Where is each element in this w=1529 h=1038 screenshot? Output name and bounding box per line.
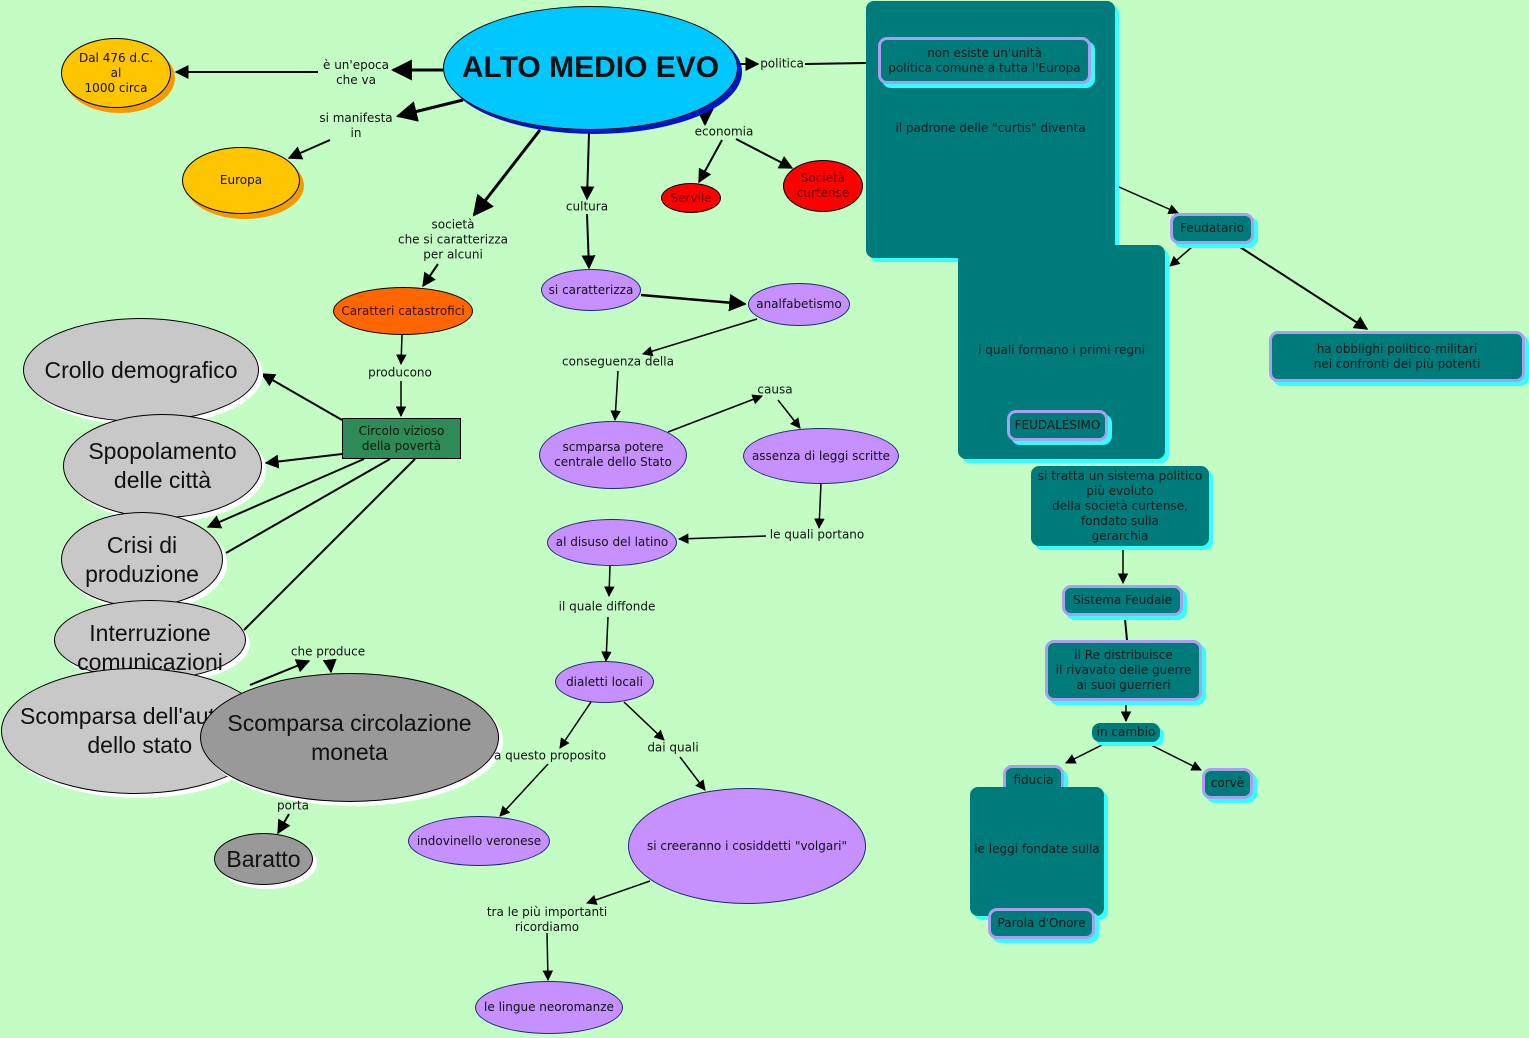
link-questo-proposito: a questo proposito — [493, 748, 607, 763]
node-regni-box[interactable]: i quali formano i primi regni FEUDALESIM… — [958, 245, 1165, 459]
edge — [542, 932, 554, 982]
node-indovinello-veronese[interactable]: indovinello veronese — [408, 816, 550, 866]
link-dai-quali: dai quali — [647, 740, 699, 755]
link-societa: società che si caratterizza per alcuni — [397, 217, 509, 262]
text-leggi-fondate: le leggi fondate sulla — [974, 842, 1100, 856]
edge — [260, 373, 343, 421]
edge — [580, 132, 595, 201]
node-curtense[interactable]: Società curtense — [783, 160, 863, 212]
edge — [277, 813, 291, 835]
link-economia: economia — [694, 124, 754, 139]
node-parola-onore[interactable]: Parola d'Onore — [988, 908, 1095, 939]
node-servile[interactable]: Servile — [661, 183, 721, 213]
node-volgari[interactable]: si creeranno i cosiddetti "volgari" — [628, 788, 866, 904]
edge — [472, 129, 542, 217]
edge — [422, 263, 439, 288]
node-crisi-produzione[interactable]: Crisi di produzione — [61, 512, 223, 607]
edge — [641, 318, 758, 357]
node-interruzione[interactable]: Interruzione comunicazioni — [54, 600, 246, 680]
edge — [396, 334, 407, 366]
edge — [559, 701, 592, 749]
link-causa: causa — [757, 382, 793, 397]
node-politica-box[interactable]: non esiste un'unità politica comune a tu… — [866, 1, 1115, 258]
node-dates[interactable]: Dal 476 d.C. al 1000 circa — [61, 38, 171, 108]
edge — [1118, 186, 1179, 214]
node-disuso-latino[interactable]: al disuso del latino — [547, 519, 677, 566]
node-feudatario[interactable]: Feudatario — [1170, 213, 1254, 244]
node-europa[interactable]: Europa — [182, 147, 300, 214]
edge — [322, 658, 337, 674]
node-sistema-politico[interactable]: si tratta un sistema politico più evolut… — [1031, 466, 1209, 546]
edge — [1124, 618, 1128, 641]
edge — [698, 139, 723, 184]
edge — [610, 370, 621, 422]
link-il-quale-diffonde: il quale diffonde — [558, 599, 656, 614]
link-le-quali-portano: le quali portano — [769, 527, 865, 542]
node-sistema-feudale[interactable]: Sistema Feudale — [1062, 585, 1183, 616]
node-leggi-box[interactable]: le leggi fondate sulla — [970, 787, 1104, 916]
edge — [735, 138, 794, 169]
node-analfabetismo[interactable]: analfabetismo — [748, 283, 850, 326]
edge — [264, 453, 343, 469]
edge — [640, 293, 747, 312]
node-corve[interactable]: corvè — [1202, 768, 1253, 799]
edge — [249, 659, 311, 686]
node-feudalesimo[interactable]: FEUDALESIMO — [1007, 410, 1108, 441]
edge — [581, 213, 596, 270]
edge — [1239, 246, 1369, 330]
edge — [206, 458, 365, 529]
node-circolo-vizioso[interactable]: Circolo vizioso della povertà — [342, 418, 461, 459]
node-obblighi[interactable]: ha obblighi politico-militari nei confro… — [1269, 331, 1525, 382]
node-unita-politica[interactable]: non esiste un'unità politica comune a tu… — [878, 37, 1091, 84]
edge — [623, 701, 665, 741]
edge — [604, 564, 615, 598]
link-che-produce: che produce — [290, 644, 366, 659]
edge — [1169, 246, 1193, 267]
link-conseguenza: conseguenza della — [562, 354, 674, 369]
node-spopolamento[interactable]: Spopolamento delle città — [63, 414, 262, 518]
edge — [499, 763, 549, 817]
node-crollo-demografico[interactable]: Crollo demografico — [23, 318, 259, 422]
node-baratto[interactable]: Baratto — [214, 833, 313, 885]
edge — [601, 616, 612, 663]
edge — [777, 399, 801, 429]
node-caratteri-catastrofici[interactable]: Caratteri catastrofici — [333, 287, 473, 335]
link-cultura: cultura — [565, 199, 609, 214]
link-tra-importanti: tra le più importanti ricordiamo — [486, 905, 608, 934]
edge — [814, 482, 825, 530]
edge — [225, 458, 391, 554]
link-epoca: è un'epoca che va — [323, 58, 389, 87]
edge — [395, 98, 464, 122]
edge — [667, 394, 763, 433]
node-re-distribuisce[interactable]: il Re distribuisce il rivavato delle gue… — [1045, 640, 1202, 701]
edge — [679, 756, 706, 791]
edge — [586, 880, 651, 905]
link-porta: porta — [277, 798, 309, 813]
link-producono: producono — [368, 365, 432, 380]
node-dialetti-locali[interactable]: dialetti locali — [555, 661, 654, 703]
text-primi-regni: i quali formano i primi regni — [978, 343, 1145, 357]
node-lingue-neoromanze[interactable]: le lingue neoromanze — [475, 981, 623, 1034]
node-scomparsa-potere[interactable]: scmparsa potere centrale dello Stato — [539, 421, 687, 489]
edge — [287, 139, 331, 160]
link-manifesta: si manifesta in — [319, 111, 393, 140]
edge — [1065, 744, 1103, 764]
node-main-title[interactable]: ALTO MEDIO EVO — [443, 6, 738, 130]
edge — [1150, 744, 1202, 771]
edge — [241, 458, 416, 633]
edge — [804, 62, 867, 65]
node-si-caratterizza[interactable]: si caratterizza — [541, 269, 641, 311]
link-politica: politica — [760, 56, 804, 71]
node-scomparsa-moneta[interactable]: Scomparsa circolazione moneta — [200, 673, 499, 802]
text-padrone-curtis: il padrone delle "curtis" diventa — [895, 121, 1086, 135]
node-assenza-leggi[interactable]: assenza di leggi scritte — [743, 428, 899, 484]
edge — [677, 533, 767, 544]
node-in-cambio[interactable]: in cambio — [1092, 723, 1160, 742]
